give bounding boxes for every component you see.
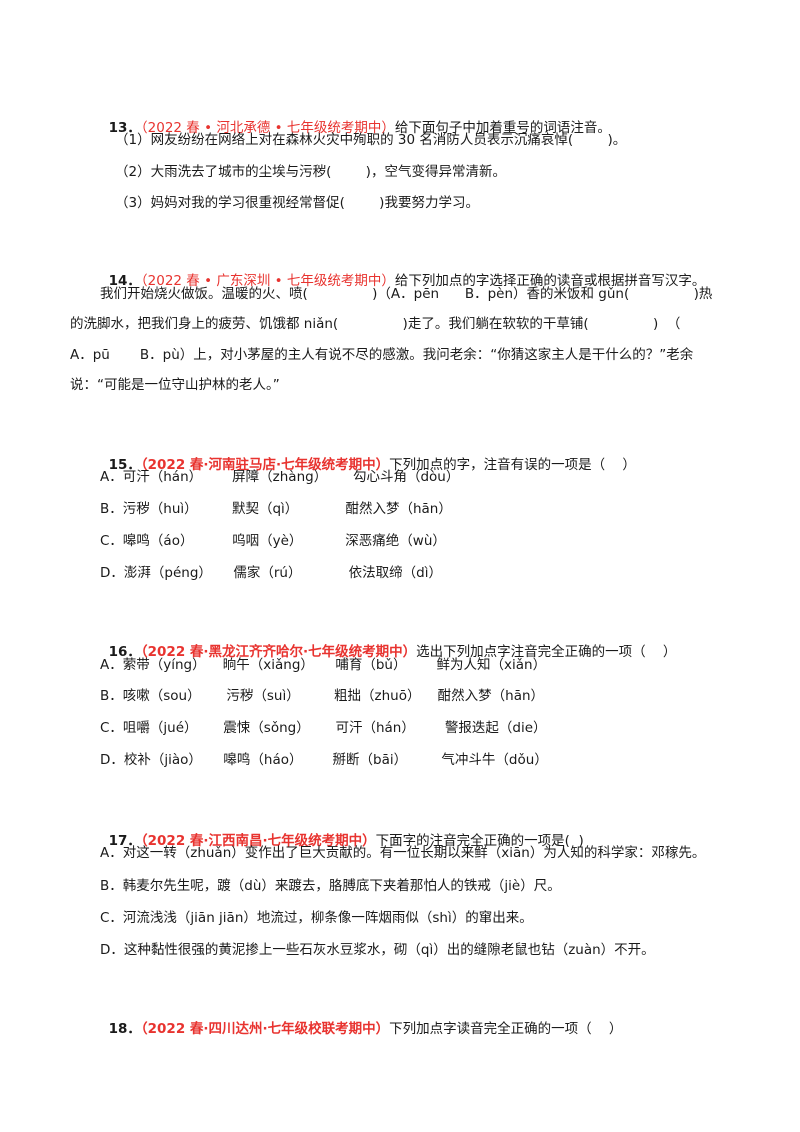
question-number: 18． [108,1021,141,1037]
question-source: （2022 春·四川达州·七年级校联考期中） [140,1021,390,1037]
question-stem: 下列加点字读音完全正确的一项（ ） [389,1021,623,1037]
q13-item-2: （2）大雨洗去了城市的尘埃与污秽( )，空气变得异常清新。 [115,164,506,180]
question-source: （2022 春·黑龙江齐齐哈尔·七年级统考期中） [140,644,417,660]
q17-option-c: C．河流浅浅（jiān jiān）地流过，柳条像一阵烟雨似（shì）的窜出来。 [100,910,533,926]
q17-option-a: A．对这一转（zhuǎn）变作出了巨大贡献的。有一位长期以来鲜（xiān）为人知… [100,845,706,861]
question-source: （2022 春 • 河北承德 • 七年级统考期中） [140,120,395,136]
q14-passage-line-1: 我们开始烧火做饭。温暖的火、喷( )（A．pēn B．pèn）香的米饭和 gǔn… [100,286,713,302]
question-14-header: 14．（2022 春 • 广东深圳 • 七年级统考期中）给下列加点的字选择正确的… [100,251,706,291]
question-17-header: 17．（2022 春·江西南昌·七年级统考期中）下面字的注音完全正确的一项是( … [100,811,584,851]
q15-option-c: C．嗥鸣（áo） 呜咽（yè） 深恶痛绝（wù） [100,533,446,549]
question-16-header: 16．（2022 春·黑龙江齐齐哈尔·七年级统考期中）选出下列加点字注音完全正确… [100,622,677,662]
q15-option-a: A．可汗（hán） 屏障（zhàng） 勾心斗角（dòu） [100,469,460,485]
question-stem: 下面字的注音完全正确的一项是( ) [375,833,584,849]
q16-option-d: D．校补（jiào） 嗥鸣（háo） 掰断（bāi） 气冲斗牛（dǒu） [100,752,548,768]
q17-option-d: D．这种黏性很强的黄泥掺上一些石灰水豆浆水，砌（qì）出的缝隙老鼠也钻（zuàn… [100,942,655,958]
q13-item-1: （1）网友纷纷在网络上对在森林火灾中殉职的 30 名消防人员表示沉痛哀悼( )。 [115,132,627,148]
q15-option-d: D．澎湃（péng） 儒家（rú） 依法取缔（dì） [100,565,442,581]
question-stem: 给下列加点的字选择正确的读音或根据拼音写汉字。 [394,273,706,289]
question-stem: 下列加点的字，注音有误的一项是（ ） [389,457,636,473]
q15-option-b: B．污秽（huì） 默契（qì） 酣然入梦（hān） [100,501,452,517]
question-18-header: 18．（2022 春·四川达州·七年级校联考期中）下列加点字读音完全正确的一项（… [100,999,623,1039]
question-number: 14． [108,273,141,289]
question-number: 17． [108,833,141,849]
question-stem: 给下面句子中加着重号的词语注音。 [394,120,611,136]
question-number: 13． [108,120,141,136]
question-source: （2022 春·江西南昌·七年级统考期中） [140,833,376,849]
q14-passage-line-3: A．pū B．pù）上，对小茅屋的主人有说不尽的感激。我问老余：“你猜这家主人是… [70,347,694,363]
question-number: 16． [108,644,141,660]
q16-option-a: A．萦带（yíng） 晌午（xiǎng） 哺育（bǔ） 鲜为人知（xiǎn） [100,657,547,673]
question-source: （2022 春 • 广东深圳 • 七年级统考期中） [140,273,395,289]
question-stem: 选出下列加点字注音完全正确的一项（ ） [416,644,677,660]
question-15-header: 15．（2022 春·河南驻马店·七年级统考期中）下列加点的字，注音有误的一项是… [100,435,636,475]
question-source: （2022 春·河南驻马店·七年级统考期中） [140,457,390,473]
question-13-header: 13．（2022 春 • 河北承德 • 七年级统考期中）给下面句子中加着重号的词… [100,98,611,138]
q16-option-b: B．咳嗽（sou） 污秽（suì） 粗拙（zhuō） 酣然入梦（hān） [100,688,545,704]
q13-item-3: （3）妈妈对我的学习很重视经常督促( )我要努力学习。 [115,195,479,211]
q14-passage-line-2: 的洗脚水，把我们身上的疲劳、饥饿都 niǎn( )走了。我们躺在软软的干草铺( … [70,316,681,332]
q14-passage-line-4: 说：“可能是一位守山护林的老人。” [70,377,280,393]
q16-option-c: C．咀嚼（jué） 震悚（sǒng） 可汗（hán） 警报迭起（die） [100,720,547,736]
q17-option-b: B．韩麦尔先生呢，踱（dù）来踱去，胳膊底下夹着那怕人的铁戒（jiè）尺。 [100,878,561,894]
question-number: 15． [108,457,141,473]
